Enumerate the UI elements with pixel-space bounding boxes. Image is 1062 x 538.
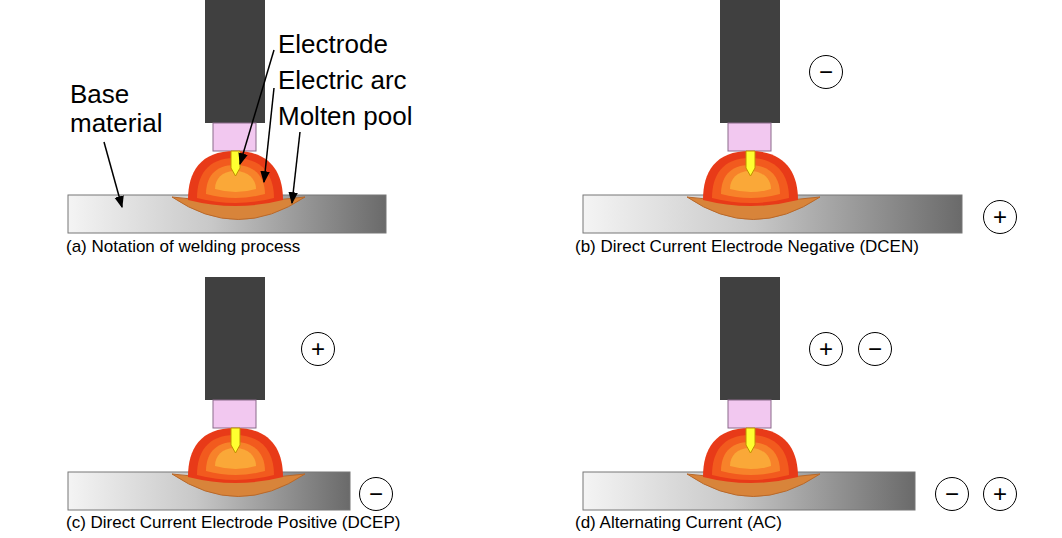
part-label: Electric arc bbox=[278, 66, 407, 95]
polarity-sign: − bbox=[819, 60, 833, 84]
panel-caption: (d) Alternating Current (AC) bbox=[575, 514, 782, 533]
polarity-sign: − bbox=[369, 482, 383, 506]
polarity-sign: − bbox=[945, 482, 959, 506]
polarity-circle: + bbox=[983, 477, 1017, 511]
part-label: Molten pool bbox=[278, 102, 412, 131]
leader-arrow bbox=[104, 142, 122, 207]
polarity-circle: − bbox=[359, 477, 393, 511]
panel-caption: (a) Notation of welding process bbox=[66, 238, 300, 257]
polarity-sign: + bbox=[819, 337, 833, 361]
polarity-sign: + bbox=[993, 482, 1007, 506]
polarity-circle: − bbox=[858, 332, 892, 366]
polarity-circle: + bbox=[809, 332, 843, 366]
part-label: Base material bbox=[70, 80, 195, 137]
welding-torch bbox=[172, 277, 305, 497]
polarity-circle: + bbox=[983, 200, 1017, 234]
polarity-circle: − bbox=[809, 55, 843, 89]
leader-arrow bbox=[292, 132, 300, 203]
leader-arrow bbox=[240, 50, 274, 164]
polarity-sign: + bbox=[993, 205, 1007, 229]
polarity-circle: + bbox=[301, 332, 335, 366]
polarity-sign: − bbox=[868, 337, 882, 361]
leader-arrow bbox=[264, 88, 274, 182]
part-label: Electrode bbox=[278, 30, 388, 59]
panel-caption: (b) Direct Current Electrode Negative (D… bbox=[575, 238, 919, 257]
welding-torch bbox=[687, 0, 820, 220]
welding-torch bbox=[687, 277, 820, 497]
panel-caption: (c) Direct Current Electrode Positive (D… bbox=[66, 514, 400, 533]
polarity-circle: − bbox=[935, 477, 969, 511]
polarity-sign: + bbox=[311, 337, 325, 361]
